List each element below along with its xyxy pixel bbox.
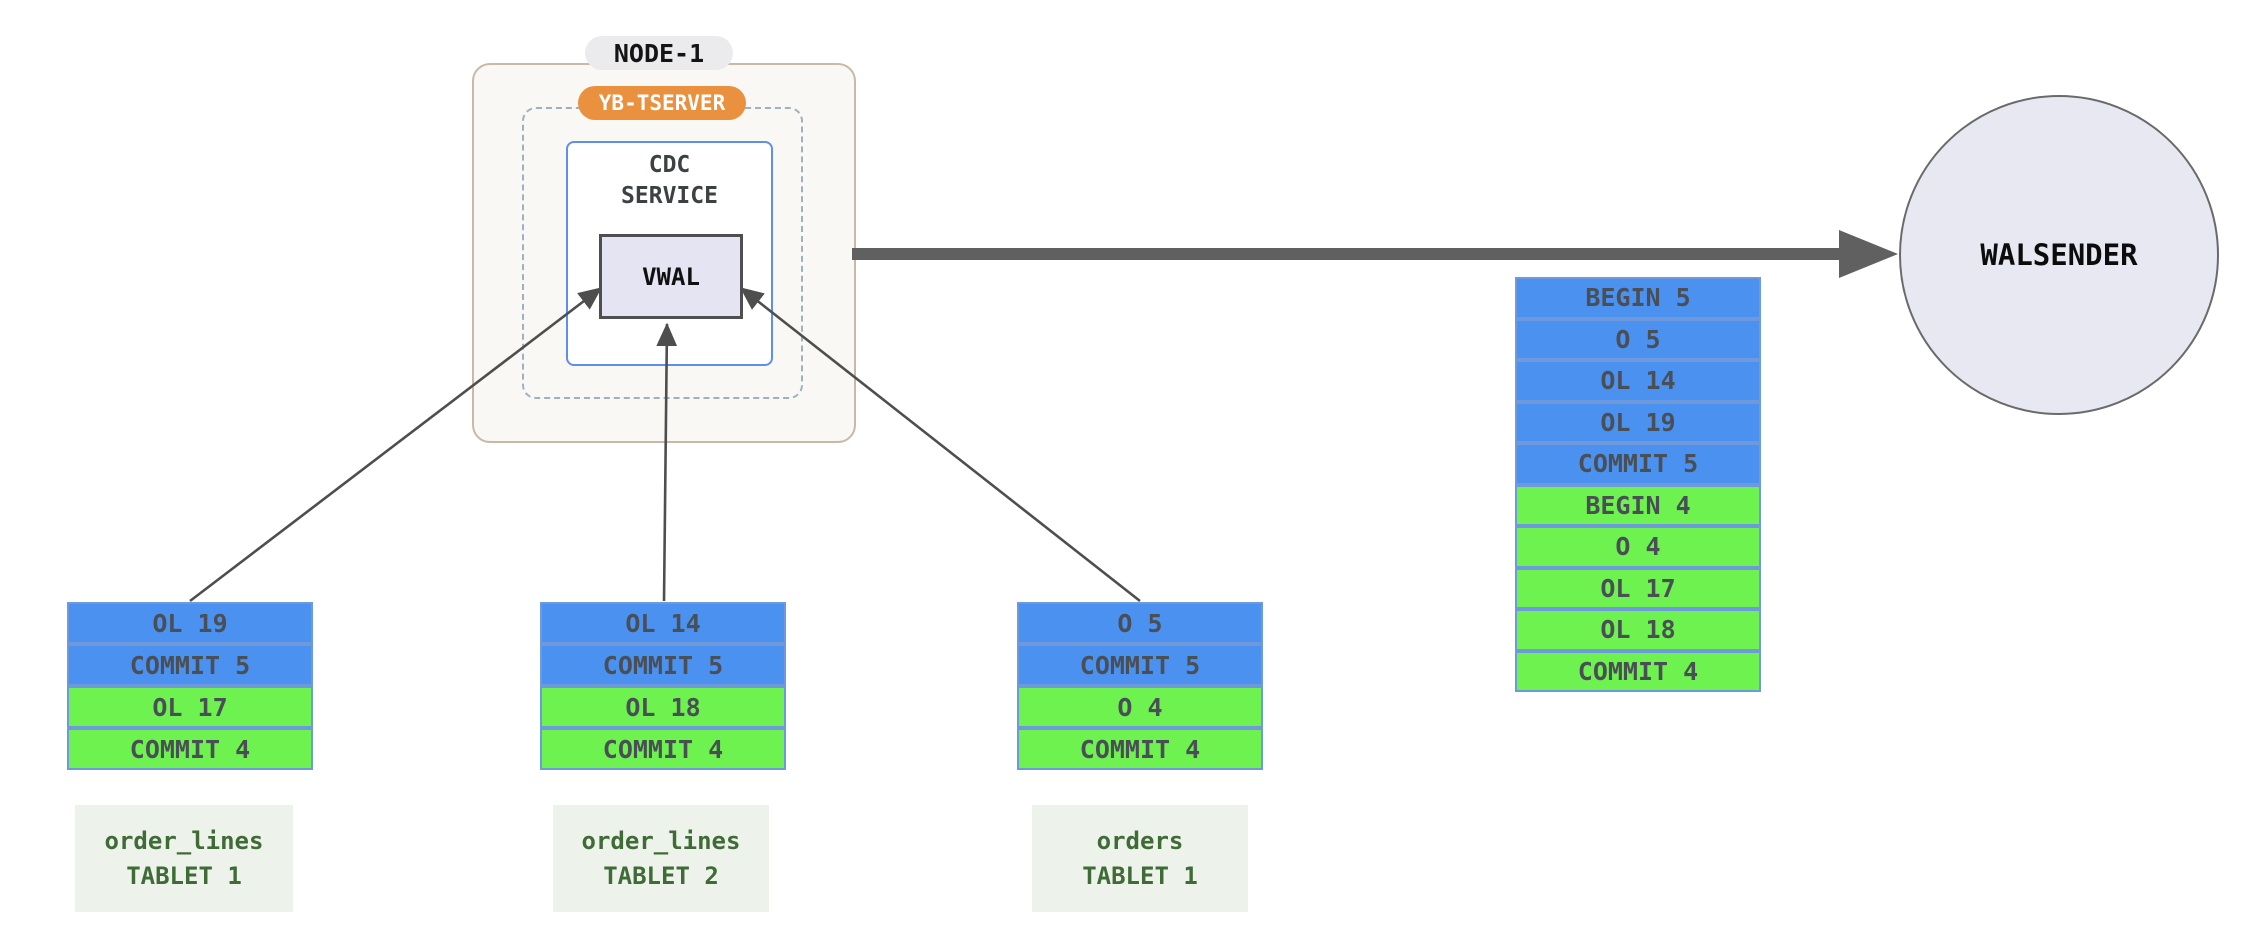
wal-record-cell: OL 19 [67,602,313,644]
wal-record-cell: OL 17 [1515,567,1761,609]
tablet2-table-name: order_lines [581,826,741,855]
wal-record-cell: O 4 [1017,686,1263,728]
wal-record-cell: BEGIN 4 [1515,484,1761,526]
wal-record-cell: COMMIT 5 [1515,443,1761,485]
node-title: NODE-1 [613,38,705,68]
node-title-badge: NODE-1 [585,36,733,70]
tablet3-tablet-name: TABLET 1 [1082,861,1198,890]
wal-record-cell: COMMIT 5 [540,644,786,686]
tablet1-table-name: order_lines [104,826,264,855]
wal-record-cell: BEGIN 5 [1515,277,1761,319]
cdc-service-title-line2: SERVICE [621,183,718,209]
wal-record-cell: COMMIT 4 [1515,650,1761,692]
wal-record-cell: COMMIT 4 [1017,728,1263,770]
cdc-service-title: CDC SERVICE [566,150,773,212]
wal-record-cell: OL 14 [540,602,786,644]
wal-record-cell: COMMIT 5 [67,644,313,686]
tablet2-tablet-name: TABLET 2 [603,861,719,890]
yb-tserver-badge: YB-TSERVER [578,86,746,120]
tablet2-wal-stack: OL 14 COMMIT 5 OL 18 COMMIT 4 [540,602,786,770]
wal-record-cell: COMMIT 4 [67,728,313,770]
wal-record-cell: OL 19 [1515,401,1761,443]
wal-record-cell: O 5 [1017,602,1263,644]
yb-tserver-label: YB-TSERVER [598,91,726,115]
arrow-vwal-to-walsender-head [1839,230,1898,278]
wal-record-cell: OL 17 [67,686,313,728]
wal-record-cell: COMMIT 5 [1017,644,1263,686]
merged-wal-stack: BEGIN 5 O 5 OL 14 OL 19 COMMIT 5 BEGIN 4… [1515,277,1761,692]
tablet2-label: order_lines TABLET 2 [553,805,769,912]
tablet3-table-name: orders [1096,826,1184,855]
wal-record-cell: OL 18 [540,686,786,728]
walsender-circle: WALSENDER [1899,95,2219,415]
walsender-label: WALSENDER [1980,238,2138,272]
vwal-box: VWAL [599,234,743,319]
tablet1-label: order_lines TABLET 1 [75,805,293,912]
wal-record-cell: O 4 [1515,526,1761,568]
wal-record-cell: OL 18 [1515,609,1761,651]
wal-record-cell: COMMIT 4 [540,728,786,770]
tablet1-wal-stack: OL 19 COMMIT 5 OL 17 COMMIT 4 [67,602,313,770]
tablet3-label: orders TABLET 1 [1032,805,1248,912]
wal-record-cell: O 5 [1515,318,1761,360]
vwal-label: VWAL [642,262,700,291]
cdc-service-title-line1: CDC [648,152,691,178]
tablet1-tablet-name: TABLET 1 [126,861,242,890]
wal-record-cell: OL 14 [1515,360,1761,402]
tablet3-wal-stack: O 5 COMMIT 5 O 4 COMMIT 4 [1017,602,1263,770]
